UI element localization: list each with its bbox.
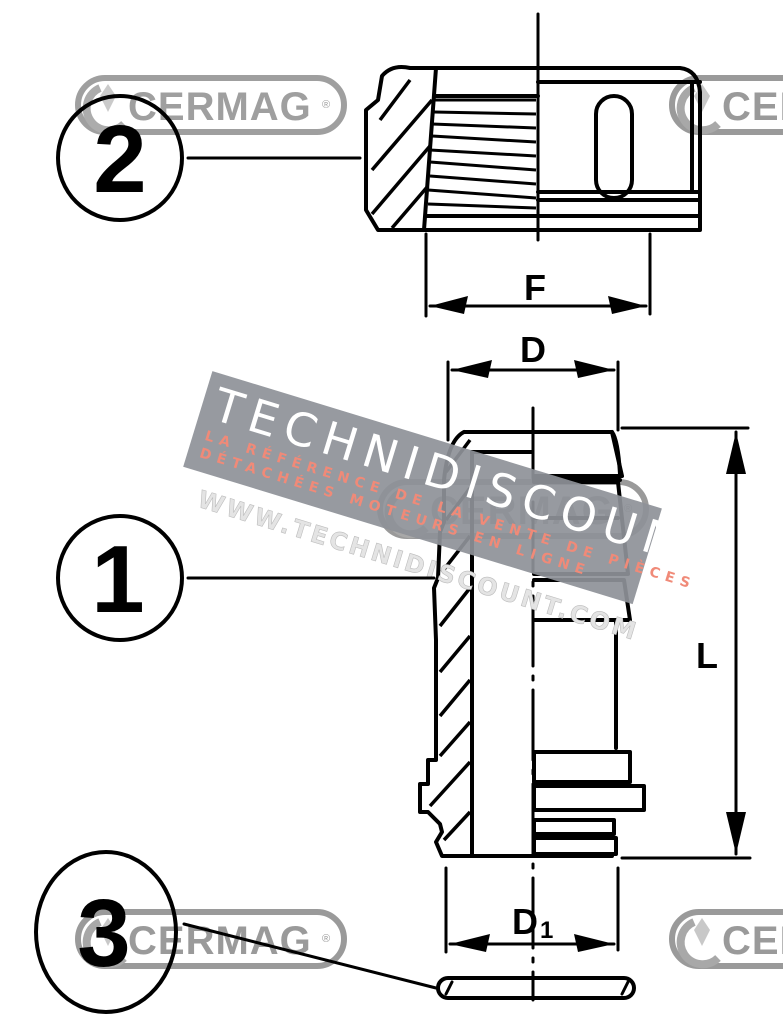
callout-number-3: 3 <box>77 880 130 987</box>
part-3-o-ring <box>436 976 636 1000</box>
cermag-text: CERMAG <box>722 85 783 129</box>
callout-3: 3 <box>34 850 438 1014</box>
dimension-F: F <box>424 232 652 318</box>
cermag-text: CERMAG <box>722 919 783 963</box>
cermag-watermark-top-right: CERMAG <box>669 75 783 135</box>
dimension-D: D <box>446 329 620 442</box>
dimension-label-D1: D1 <box>512 901 553 944</box>
dimension-label-D: D <box>520 329 546 370</box>
dimension-label-L: L <box>696 635 718 676</box>
dimension-D1: D1 <box>444 866 620 954</box>
thread-lines <box>427 98 537 210</box>
section-hatching <box>370 78 434 230</box>
callout-2: 2 <box>56 94 362 222</box>
cermag-text: CERMAG <box>128 919 312 963</box>
slot-window <box>594 94 634 200</box>
cermag-watermark-bottom-left: CERMAG ® <box>75 909 347 969</box>
part-2-nut <box>364 12 702 242</box>
cermag-registered-mark: ® <box>322 99 330 111</box>
cermag-watermark-bottom-right: CERMAG <box>669 909 783 969</box>
technidiscount-banner <box>183 371 662 605</box>
dimension-label-F: F <box>524 267 546 308</box>
cermag-registered-mark: ® <box>322 933 330 945</box>
dimension-L: L <box>620 426 752 860</box>
callout-number-2: 2 <box>93 106 146 213</box>
callout-number-1: 1 <box>91 526 144 633</box>
callout-1: 1 <box>56 514 436 642</box>
